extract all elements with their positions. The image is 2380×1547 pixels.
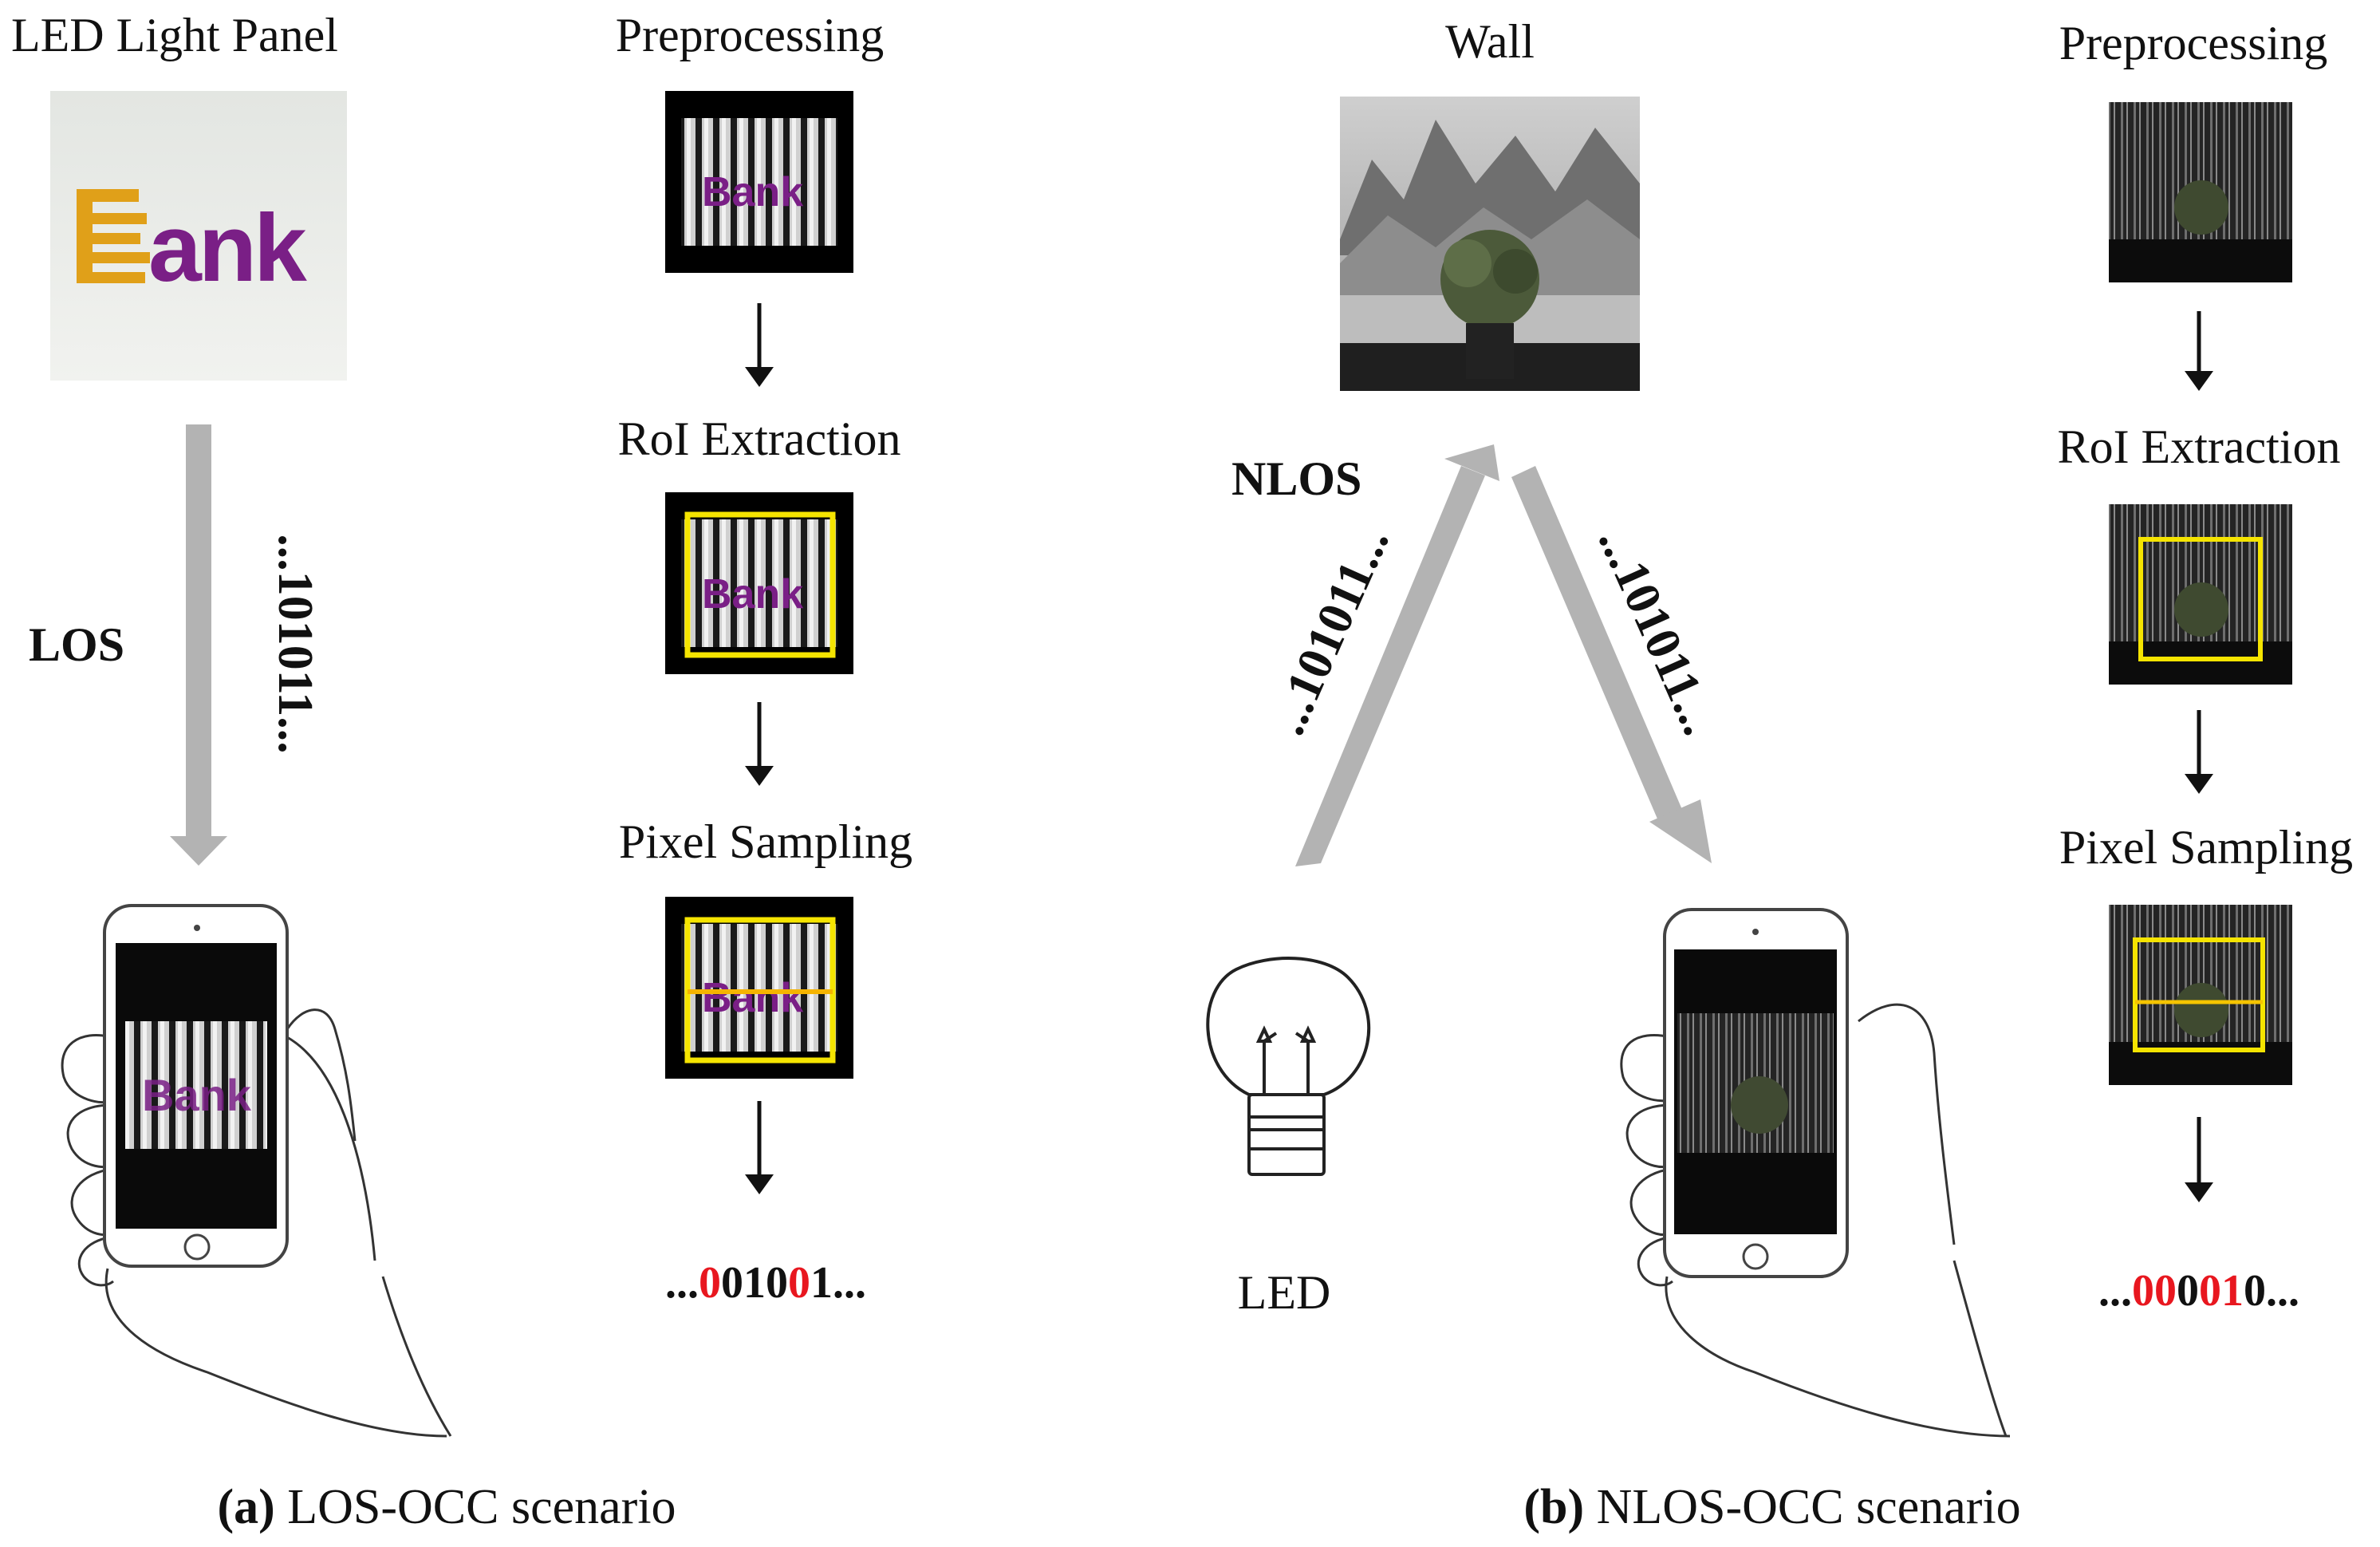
bits-suffix: ...	[2266, 1266, 2299, 1316]
svg-text:Bank: Bank	[702, 571, 803, 618]
caption-b-tag: (b)	[1523, 1480, 1585, 1534]
nlos-arrow-2	[2185, 710, 2213, 794]
pot	[1466, 323, 1514, 379]
phone-plant-nlos	[1731, 1076, 1788, 1134]
phone-logo-los: Bank	[142, 1070, 252, 1120]
nlos-arrow-3	[2185, 1117, 2213, 1202]
error-bit: 0	[788, 1258, 810, 1308]
los-bitstream: ...101011...	[267, 534, 322, 754]
led-label: LED	[1237, 1266, 1331, 1319]
nlos-preprocessing-thumb	[2109, 102, 2292, 282]
bank-logo: ank	[77, 189, 310, 302]
los-pixel-sampling-label: Pixel Sampling	[618, 815, 913, 868]
nlos-decoded-bits: ...000010...	[2098, 1269, 2299, 1313]
bits-prefix: ...	[665, 1258, 699, 1308]
nlos-pixel-sampling-label: Pixel Sampling	[2059, 821, 2354, 874]
error-bit: 00	[2132, 1266, 2177, 1316]
error-bit: 01	[2199, 1266, 2244, 1316]
led-panel-label: LED Light Panel	[11, 9, 338, 61]
nlos-arrow-up	[1295, 444, 1499, 866]
roi-box-nlos	[2138, 537, 2263, 661]
caption-a-text: LOS-OCC scenario	[287, 1480, 676, 1534]
los-roi-label: RoI Extraction	[617, 412, 901, 465]
nlos-roi-label: RoI Extraction	[2057, 420, 2341, 473]
bits-normal: 010	[721, 1258, 788, 1308]
caption-b-text: NLOS-OCC scenario	[1596, 1480, 2021, 1534]
caption-a-tag: (a)	[217, 1480, 275, 1534]
caption-a: (a) LOS-OCC scenario	[217, 1482, 676, 1532]
wall-image	[1340, 97, 1640, 391]
los-label: LOS	[29, 618, 125, 671]
caption-b: (b) NLOS-OCC scenario	[1523, 1482, 2020, 1532]
svg-text:ank: ank	[148, 195, 307, 302]
nlos-arrow-1	[2185, 311, 2213, 391]
led-light-panel: ank	[50, 91, 347, 381]
bits-normal: 0	[2177, 1266, 2199, 1316]
error-bit: 0	[699, 1258, 721, 1308]
roi-box-nlos-2	[2133, 937, 2265, 1052]
los-preprocessing-thumb: Bank	[665, 91, 853, 273]
los-arrow-3	[745, 1101, 774, 1194]
bits-prefix: ...	[2098, 1266, 2132, 1316]
los-arrow	[170, 424, 227, 866]
wall-label: Wall	[1445, 15, 1535, 68]
led-bulb-icon	[1206, 957, 1371, 1176]
nlos-preprocessing-label: Preprocessing	[2059, 17, 2328, 69]
roi-box-los	[684, 511, 836, 658]
nlos-roi-thumb	[2109, 504, 2292, 685]
svg-text:Bank: Bank	[702, 169, 803, 215]
bits-normal: 0	[2244, 1266, 2266, 1316]
los-decoded-bits: ...001001...	[665, 1261, 866, 1305]
bits-normal: 1	[810, 1258, 833, 1308]
nlos-sampling-thumb	[2109, 905, 2292, 1085]
phone-screen-image-los	[125, 1021, 267, 1149]
los-arrow-1	[745, 303, 774, 387]
los-sampling-thumb: Bank	[665, 897, 853, 1079]
svg-text:Bank: Bank	[702, 975, 803, 1021]
bits-suffix: ...	[833, 1258, 866, 1308]
nlos-arrow-down	[1511, 466, 1712, 863]
los-roi-thumb: Bank	[665, 492, 853, 674]
los-arrow-2	[745, 702, 774, 786]
los-preprocessing-label: Preprocessing	[615, 9, 885, 61]
nlos-label: NLOS	[1231, 452, 1362, 505]
